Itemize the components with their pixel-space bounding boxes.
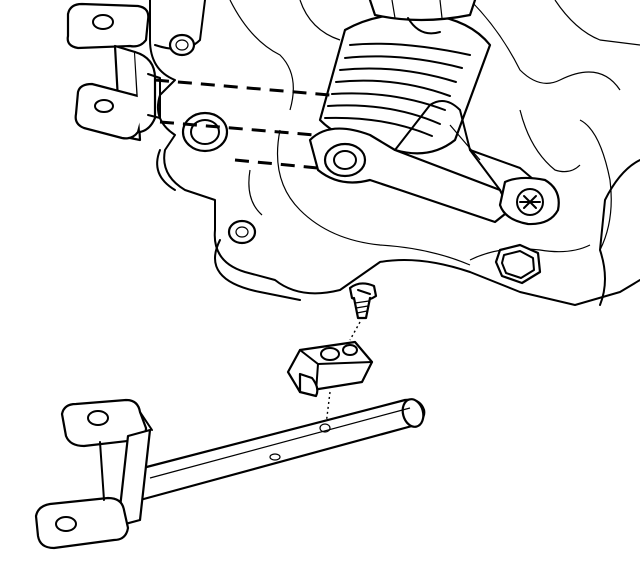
upper-bracket <box>66 2 161 142</box>
torx-screw <box>498 176 560 226</box>
alignment-lines <box>154 78 331 170</box>
lower-bracket <box>34 398 153 550</box>
housing-bolt-holes <box>168 33 257 245</box>
clamp-block <box>286 340 374 426</box>
hex-nut <box>494 243 542 285</box>
small-screw <box>348 282 378 341</box>
engine-housing <box>149 0 640 306</box>
lower-rod <box>133 398 426 502</box>
gear-lever-boot <box>318 0 492 155</box>
